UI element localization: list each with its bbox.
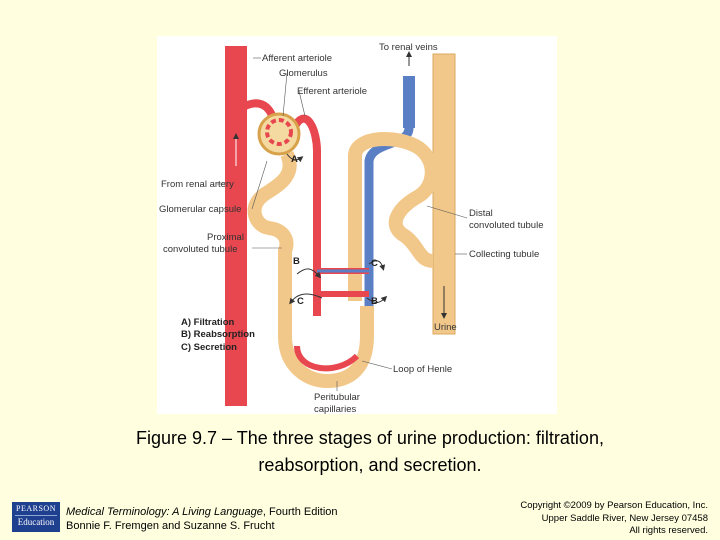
label-distal-2: convoluted tubule: [469, 220, 543, 231]
book-title: Medical Terminology: A Living Language: [66, 506, 263, 518]
marker-c-left: C: [297, 296, 304, 307]
book-title-line: Medical Terminology: A Living Language, …: [66, 505, 338, 519]
label-efferent-arteriole: Efferent arteriole: [297, 86, 367, 97]
logo-bottom-text: Education: [17, 517, 55, 527]
distal-convoluted-tubule: [348, 132, 439, 301]
marker-a: A: [291, 154, 298, 165]
marker-b-right: B: [371, 296, 378, 307]
copyright-line-3: All rights reserved.: [629, 525, 708, 536]
label-from-renal-artery: From renal artery: [161, 179, 234, 190]
logo-top-text: PEARSON: [16, 504, 56, 513]
marker-c-right: C: [371, 258, 378, 269]
label-distal-1: Distal: [469, 208, 493, 219]
efferent-arteriole: [291, 114, 321, 316]
renal-artery: [225, 46, 247, 406]
logo-divider: [15, 515, 57, 516]
proximal-convoluted-tubule: [247, 151, 374, 389]
caption-line-2: reabsorption, and secretion.: [258, 455, 482, 475]
label-collecting-tubule: Collecting tubule: [469, 249, 539, 260]
label-peritubular-1: Peritubular: [314, 392, 360, 403]
label-loop-of-henle: Loop of Henle: [393, 364, 452, 375]
nephron-diagram: To renal veins Afferent arteriole Glomer…: [159, 42, 543, 414]
figure-caption: Figure 9.7 – The three stages of urine p…: [60, 425, 680, 479]
label-to-renal-veins: To renal veins: [379, 42, 438, 53]
book-authors: Bonnie F. Fremgen and Suzanne S. Frucht: [66, 520, 275, 532]
label-proximal-2: convoluted tubule: [163, 244, 237, 255]
copyright-notice: Copyright ©2009 by Pearson Education, In…: [520, 500, 708, 538]
marker-b-left: B: [293, 256, 300, 267]
renal-vein: [403, 76, 415, 128]
nephron-figure: To renal veins Afferent arteriole Glomer…: [157, 36, 557, 414]
book-citation: Medical Terminology: A Living Language, …: [66, 505, 338, 533]
caption-line-1: Figure 9.7 – The three stages of urine p…: [136, 428, 604, 448]
label-urine: Urine: [434, 322, 457, 333]
label-peritubular-2: capillaries: [314, 404, 356, 414]
glomerulus: [265, 118, 293, 146]
legend-filtration: A) Filtration: [181, 317, 234, 328]
label-glomerular-capsule: Glomerular capsule: [159, 204, 241, 215]
collecting-tubule-shape: [432, 53, 456, 335]
legend-secretion: C) Secretion: [181, 342, 237, 353]
label-afferent-arteriole: Afferent arteriole: [262, 53, 332, 64]
label-glomerulus: Glomerulus: [279, 68, 328, 79]
pearson-logo: PEARSON Education: [12, 502, 60, 532]
label-proximal-1: Proximal: [207, 232, 244, 243]
legend-reabsorption: B) Reabsorption: [181, 329, 255, 340]
copyright-line-2: Upper Saddle River, New Jersey 07458: [541, 512, 708, 524]
copyright-line-1: Copyright ©2009 by Pearson Education, In…: [520, 500, 708, 511]
book-edition: , Fourth Edition: [262, 506, 338, 518]
